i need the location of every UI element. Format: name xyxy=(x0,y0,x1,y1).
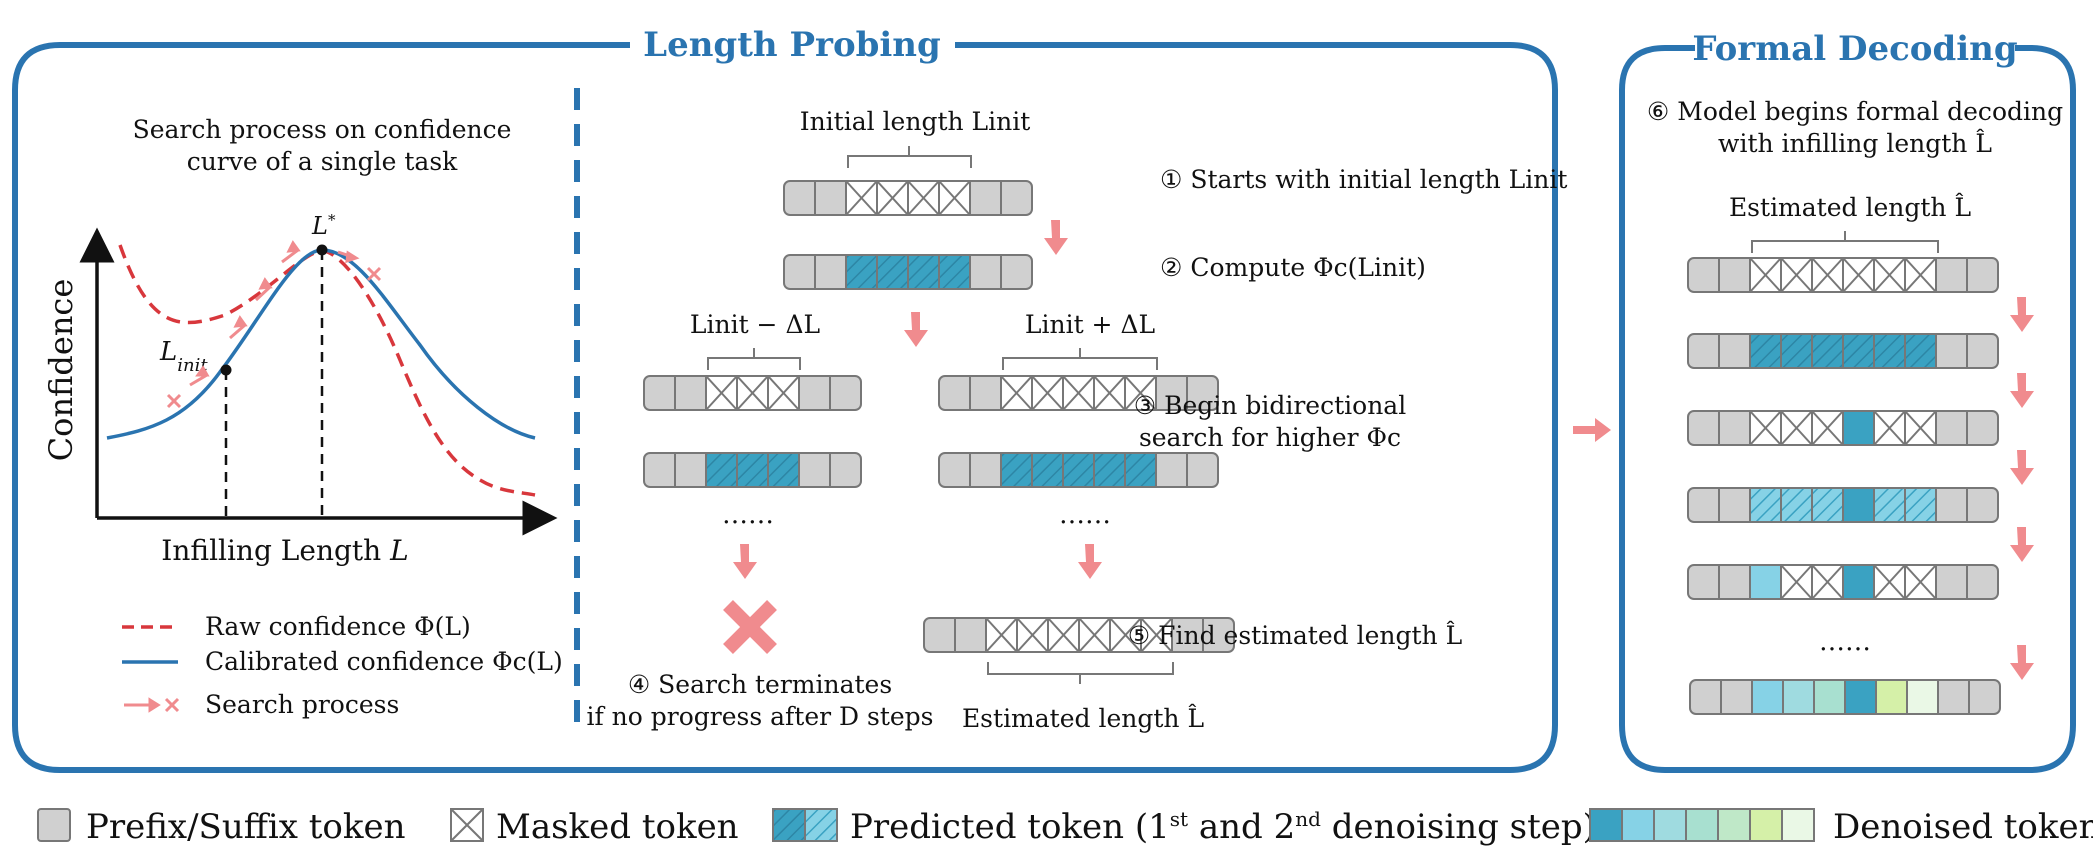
decode-row-3 xyxy=(1687,410,1999,446)
legend-masked-swatch xyxy=(450,808,484,842)
raw-confidence-curve xyxy=(118,244,536,497)
initial-predicted-row xyxy=(783,254,1033,290)
minus-length-label: Linit − ΔL xyxy=(690,310,820,339)
decode-row-final xyxy=(1689,679,2001,715)
step6-line2: with infilling length L̂ xyxy=(1718,129,1992,158)
step3-line2: search for higher Φc xyxy=(1139,423,1401,452)
estimated-length-label: Estimated length L̂ xyxy=(962,704,1204,733)
lstar-point xyxy=(316,244,328,256)
minus-dots: …… xyxy=(722,500,774,530)
plus-length-label: Linit + ΔL xyxy=(1025,310,1155,339)
terminate-cross-icon xyxy=(723,600,777,654)
y-axis-label: Confidence xyxy=(42,279,80,462)
plus-predicted-row xyxy=(938,452,1219,488)
legend-predicted-label: Predicted token (1st and 2nd denoising s… xyxy=(850,807,1596,847)
initial-masked-row xyxy=(783,180,1033,216)
initial-length-label: Initial length Linit xyxy=(800,107,1031,136)
decode-row-5 xyxy=(1687,564,1999,600)
decode-row-1 xyxy=(1687,257,1999,293)
length-probing-frame xyxy=(12,42,1558,773)
estimated-row xyxy=(923,617,1235,653)
formal-decoding-title: Formal Decoding xyxy=(1692,29,2017,69)
decoding-arrows xyxy=(2010,297,2034,680)
token-rows xyxy=(643,180,2001,715)
legend-denoised-label: Denoised tokens xyxy=(1833,807,2093,847)
curve-title-line2: curve of a single task xyxy=(187,147,458,176)
legend-raw-label: Raw confidence Φ(L) xyxy=(205,612,471,641)
decoding-dots: …… xyxy=(1819,627,1871,657)
length-probing-title: Length Probing xyxy=(643,25,941,65)
lstar-label: L* xyxy=(311,211,336,240)
x-axis-label: Infilling Length L xyxy=(161,534,408,567)
legend-predicted-swatch xyxy=(772,808,838,842)
formal-decoding-frame xyxy=(1619,45,2076,773)
search-process-marks xyxy=(166,240,382,409)
decoding-estimated-brace xyxy=(1751,231,1939,253)
step4-line1: ④ Search terminates xyxy=(628,670,892,699)
legend-calibrated-label: Calibrated confidence Φc(L) xyxy=(205,647,563,676)
step2-text: ② Compute Φc(Linit) xyxy=(1160,253,1426,282)
plus-brace xyxy=(1002,348,1158,370)
minus-masked-row xyxy=(643,375,862,411)
step1-text: ① Starts with initial length Linit xyxy=(1160,165,1567,194)
legend-denoised-swatch xyxy=(1589,808,1815,842)
probing-arrows xyxy=(733,220,1102,579)
estimated-brace xyxy=(987,662,1174,684)
curve-title-line1: Search process on confidence xyxy=(133,115,512,144)
decoding-estimated-label: Estimated length L̂ xyxy=(1729,193,1971,222)
step5-text: ⑤ Find estimated length L̂ xyxy=(1128,621,1462,650)
step4-line2: if no progress after D steps xyxy=(586,702,933,731)
legend-prefix-label: Prefix/Suffix token xyxy=(86,807,406,847)
legend-masked-label: Masked token xyxy=(496,807,739,847)
plus-masked-row xyxy=(938,375,1219,411)
initial-length-brace xyxy=(847,146,972,168)
legend-search-swatch xyxy=(124,697,180,713)
step3-line1: ③ Begin bidirectional xyxy=(1134,391,1406,420)
minus-brace xyxy=(707,348,801,370)
decode-row-2 xyxy=(1687,333,1999,369)
legend-search-label: Search process xyxy=(205,690,399,719)
linit-point xyxy=(220,364,232,376)
confidence-axes xyxy=(79,227,558,536)
plus-dots: …… xyxy=(1059,500,1111,530)
section-transition-arrow xyxy=(1573,418,1611,442)
minus-predicted-row xyxy=(643,452,862,488)
step6-line1: ⑥ Model begins formal decoding xyxy=(1647,97,2063,126)
decode-row-4 xyxy=(1687,487,1999,523)
legend-prefix-swatch xyxy=(37,808,71,842)
